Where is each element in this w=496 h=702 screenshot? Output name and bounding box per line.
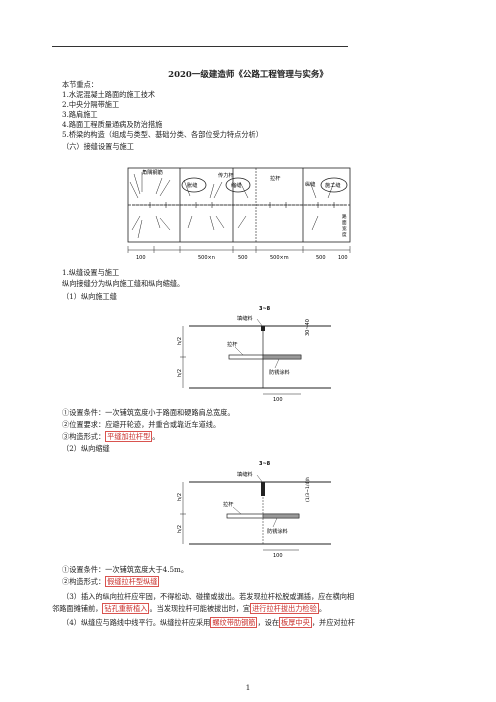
highlight-box: 平缝加拉杆型 (105, 431, 153, 442)
svg-text:h/2: h/2 (177, 525, 183, 533)
s1-title: 1.纵缝设置与施工 (62, 268, 120, 277)
label-contraction-joint: 缩缝 (231, 181, 241, 189)
label-construction-joint: 施工缝 (325, 181, 341, 189)
joint-layout-diagram: 角隅钢筋 胀缝 传力杆 缩缝 拉杆 纵缝 施工缝 路 面 宽 度 100 500… (127, 167, 351, 261)
svg-text:500×m: 500×m (270, 255, 289, 261)
s1-sub1: （1）纵向施工缝 (62, 292, 117, 301)
focus-heading: 本节重点： (62, 80, 98, 89)
fig2-rod-label: 拉杆 (227, 340, 237, 348)
contraction-joint-diagram: h/2 h/2 填缝料 3~8 (1/3~1/4)h 拉杆 防锈涂料 100 (177, 461, 331, 558)
svg-text:度: 度 (342, 231, 347, 238)
highlight-box: 板厚中央 (279, 617, 312, 628)
label-longitudinal-joint: 纵缝 (305, 180, 315, 188)
fig3-rod-label: 拉杆 (223, 500, 233, 508)
highlight-box: 钻孔重新植入 (102, 603, 150, 614)
label-dowel-bar: 传力杆 (218, 171, 234, 179)
para-4: （4）纵缝应与路线中线平行。纵缝拉杆应采用螺纹带肋钢筋，设在板厚中央，并应对拉杆 (62, 617, 355, 628)
s2-cond-1: ①设置条件：一次铺筑宽度大于4.5m。 (62, 565, 189, 574)
focus-item-2: 2.中央分隔带施工 (62, 100, 120, 109)
s1-cond-2: ②位置要求：应避开轮迹，并重合或靠近车道线。 (62, 420, 221, 429)
svg-text:100: 100 (136, 255, 146, 261)
label-tie-bar: 拉杆 (270, 174, 280, 182)
label-expansion-joint: 胀缝 (187, 181, 197, 189)
svg-text:100: 100 (338, 255, 348, 261)
svg-text:路: 路 (342, 213, 347, 220)
svg-text:30~40: 30~40 (305, 319, 311, 336)
svg-text:宽: 宽 (342, 225, 347, 232)
svg-text:h/2: h/2 (177, 493, 183, 501)
svg-text:h/2: h/2 (177, 337, 183, 345)
label-corner-bar: 角隅钢筋 (142, 168, 163, 176)
focus-item-3: 3.路肩施工 (62, 110, 98, 119)
page-number: 1 (245, 683, 251, 692)
focus-item-5: 5.桥梁的构造（组成与类型、基础分类、各部位受力特点分析） (62, 130, 263, 139)
header-rule (52, 46, 348, 47)
svg-text:(1/3~1/4)h: (1/3~1/4)h (305, 477, 311, 502)
svg-text:500×n: 500×n (198, 255, 215, 261)
para-3-line-2: 邻路面摊铺前，钻孔重新植入。当发现拉杆可能被拔出时，宜进行拉杆拔出力检验。 (52, 603, 327, 614)
svg-text:100: 100 (273, 553, 283, 558)
svg-text:面: 面 (342, 220, 347, 226)
highlight-box: 螺纹带肋钢筋 (210, 617, 258, 628)
svg-text:h/2: h/2 (177, 369, 183, 377)
s1-cond-3: ③构造形式：平缝加拉杆型。 (62, 431, 160, 442)
s1-sub2: （2）纵向缩缝 (62, 444, 110, 453)
svg-text:3~8: 3~8 (259, 306, 271, 312)
focus-item-1: 1.水泥混凝土路面的施工技术 (62, 90, 156, 99)
s2-cond-2: ②构造形式：假缝拉杆型纵缝 (62, 576, 160, 587)
fig2-fill-label: 填缝料 (237, 314, 253, 322)
focus-item-4: 4.路面工程质量通病及防治措施 (62, 120, 163, 129)
fig3-fill-label: 填缝料 (237, 470, 253, 478)
document-title: 2020一级建造师《公路工程管理与实务》 (168, 70, 328, 80)
para-3-line-1: （3）插入的纵向拉杆应牢固，不得松动、碰撞或拔出。若发现拉杆松脱或漏插，应在横向… (62, 592, 355, 601)
highlight-box: 假缝拉杆型纵缝 (105, 576, 160, 587)
fig2-coat-label: 防锈涂料 (269, 368, 290, 376)
svg-text:100: 100 (273, 397, 283, 402)
s1-intro: 纵向接缝分为纵向施工缝和纵向缩缝。 (62, 279, 185, 288)
highlight-box: 进行拉杆拔出力检验 (250, 603, 319, 614)
fig3-coat-label: 防锈涂料 (267, 527, 288, 535)
s1-cond-1: ①设置条件：一次铺筑宽度小于路面和硬路肩总宽度。 (62, 408, 235, 417)
svg-text:500: 500 (238, 255, 248, 261)
construction-joint-diagram: h/2 h/2 填缝料 3~8 30~40 拉杆 防锈涂料 100 (177, 306, 331, 402)
svg-text:500: 500 (316, 255, 326, 261)
svg-text:3~8: 3~8 (259, 461, 271, 467)
section-6-heading: （六）接缝设置与施工 (62, 142, 134, 151)
